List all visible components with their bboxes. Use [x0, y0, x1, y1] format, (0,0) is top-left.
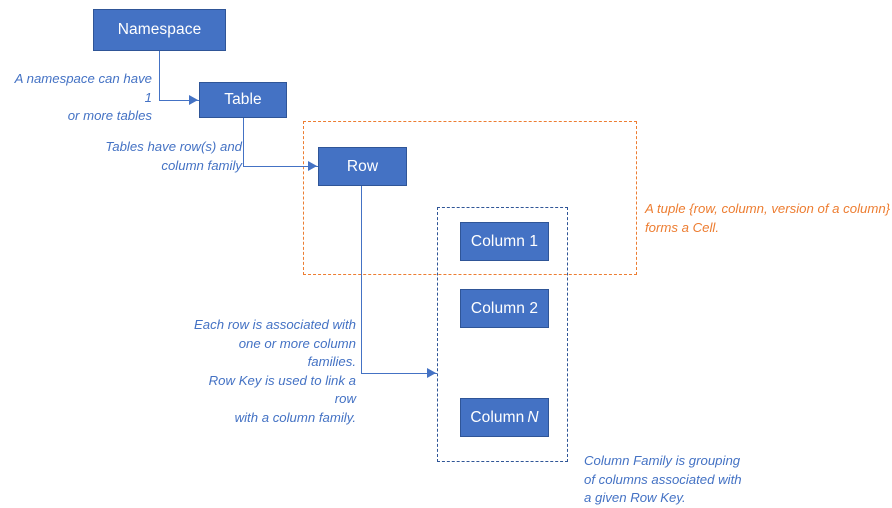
node-row[interactable]: Row: [318, 147, 407, 186]
connector-row-to-column-family-horizontal: [361, 373, 437, 374]
node-column-2[interactable]: Column 2: [460, 289, 549, 328]
cell-group-boundary: [303, 121, 637, 275]
node-namespace-label: Namespace: [117, 21, 202, 38]
node-namespace[interactable]: Namespace: [93, 9, 226, 51]
arrowhead-to-row-icon: [308, 161, 317, 171]
node-row-label: Row: [346, 157, 379, 175]
annotation-cell: A tuple {row, column, version of a colum…: [645, 201, 891, 235]
node-column-2-label: Column 2: [470, 299, 539, 317]
annotation-row: Each row is associated with one or more …: [194, 317, 356, 425]
node-column-n-index: N: [527, 408, 539, 426]
annotation-namespace: A namespace can have 1 or more tables: [14, 71, 152, 123]
node-column-n-label: Column: [470, 408, 525, 426]
arrowhead-to-table-icon: [189, 95, 198, 105]
node-table-label: Table: [224, 91, 262, 108]
connector-namespace-to-table-horizontal: [159, 100, 199, 101]
node-column-1[interactable]: Column 1: [460, 222, 549, 261]
connector-table-to-row-horizontal: [243, 166, 318, 167]
connector-row-to-column-family-vertical: [361, 186, 362, 373]
annotation-column-family: Column Family is grouping of columns ass…: [584, 453, 742, 505]
node-column-1-label: Column 1: [470, 232, 539, 250]
annotation-table: Tables have row(s) and column family: [105, 139, 242, 173]
column-family-group-boundary: [437, 207, 568, 462]
connector-table-to-row-vertical: [243, 118, 244, 166]
connector-namespace-to-table-vertical: [159, 50, 160, 100]
arrowhead-to-column-family-icon: [427, 368, 436, 378]
node-table[interactable]: Table: [199, 82, 287, 118]
